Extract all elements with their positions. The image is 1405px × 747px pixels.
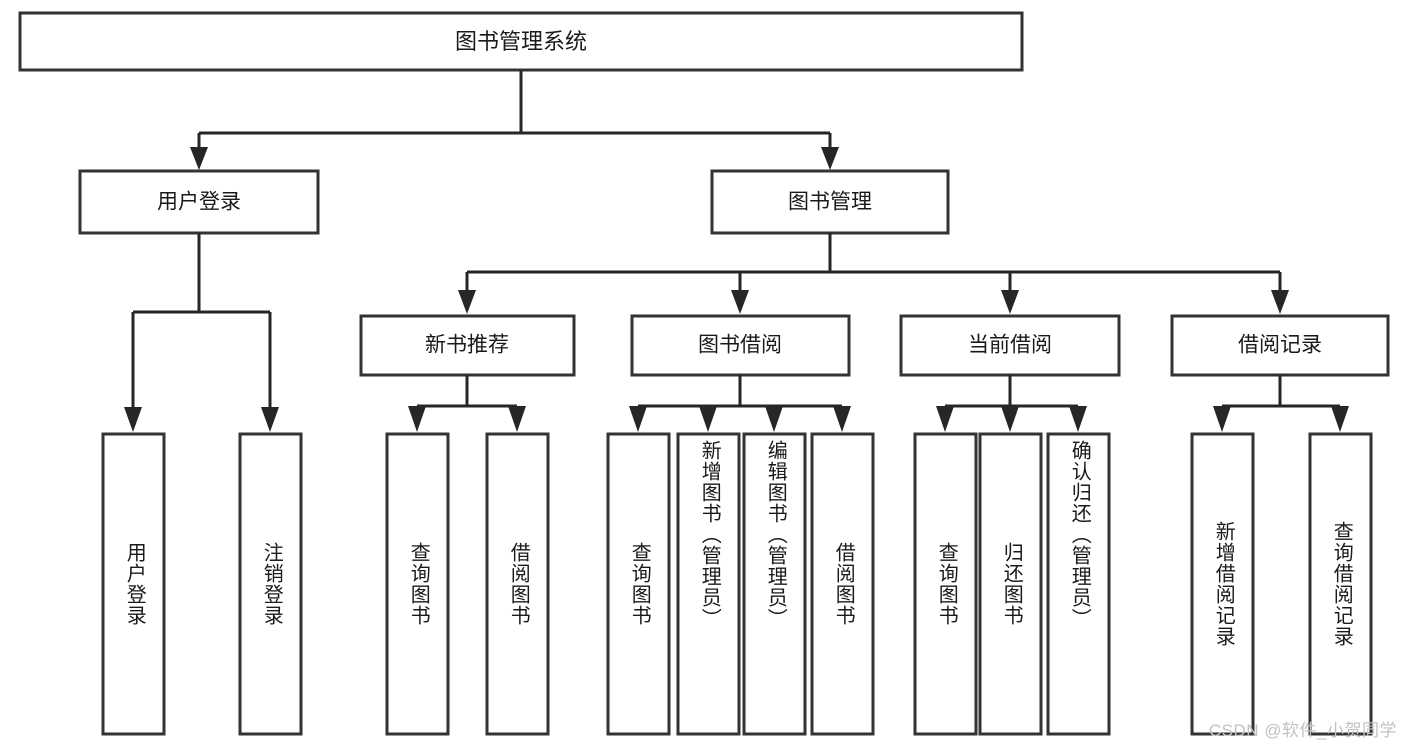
node-current-borrow-box[interactable]	[899, 314, 1121, 377]
node-new-book-rec-box[interactable]	[359, 314, 576, 377]
connector-borrow-record-to-leaves	[1213, 375, 1349, 432]
arrow-head-icon	[1069, 406, 1087, 432]
node-borrow-record-label: 借阅记录	[1238, 334, 1322, 357]
leaf-box-return-book[interactable]	[978, 432, 1043, 736]
node-user-login-box[interactable]	[78, 169, 320, 235]
arrow-head-icon	[833, 406, 851, 432]
node-root-box[interactable]	[18, 11, 1024, 72]
arrow-head-icon	[936, 406, 954, 432]
arrow-head-icon	[1001, 406, 1019, 432]
connector-user-login-to-leaves	[124, 233, 279, 432]
node-new-book-rec-label: 新书推荐	[425, 334, 509, 357]
node-current-borrow[interactable]: 当前借阅	[899, 314, 1121, 377]
node-borrow-record[interactable]: 借阅记录	[1170, 314, 1390, 377]
node-book-manage[interactable]: 图书管理	[710, 169, 950, 235]
node-current-borrow-label: 当前借阅	[968, 334, 1052, 357]
node-root[interactable]: 图书管理系统	[18, 11, 1024, 72]
leaf-box-confirm-return[interactable]	[1046, 432, 1111, 736]
node-user-login-label: 用户登录	[157, 191, 241, 214]
leaf-box-query-book-2[interactable]	[606, 432, 671, 736]
node-root-label: 图书管理系统	[455, 29, 587, 54]
node-user-login[interactable]: 用户登录	[78, 169, 320, 235]
arrow-head-icon	[1213, 406, 1231, 432]
connector-current-borrow-to-leaves	[936, 375, 1087, 432]
node-new-book-rec[interactable]: 新书推荐	[359, 314, 576, 377]
leaf-box-borrow-book-1[interactable]	[485, 432, 550, 736]
connector-new-book-rec-to-leaves	[408, 375, 526, 432]
node-book-borrow-label: 图书借阅	[698, 334, 782, 357]
leaf-box-query-record[interactable]	[1308, 432, 1373, 736]
arrow-head-icon	[190, 147, 208, 170]
leaf-box-logout[interactable]	[238, 432, 303, 736]
leaf-box-query-book-1[interactable]	[385, 432, 450, 736]
arrow-head-icon	[1001, 290, 1019, 314]
leaf-box-borrow-book-2[interactable]	[810, 432, 875, 736]
arrow-head-icon	[1271, 290, 1289, 314]
connector-root-to-level1	[190, 70, 839, 170]
leaf-box-query-book-3[interactable]	[913, 432, 978, 736]
arrow-head-icon	[731, 290, 749, 314]
csdn-watermark: CSDN @软件_小贺同学	[1208, 721, 1397, 740]
arrow-head-icon	[261, 407, 279, 432]
leaf-box-add-record[interactable]	[1190, 432, 1255, 736]
arrow-head-icon	[699, 406, 717, 432]
arrow-head-icon	[458, 290, 476, 314]
connector-book-manage-to-level2	[458, 233, 1289, 314]
leaf-box-add-book[interactable]	[676, 432, 741, 736]
arrow-head-icon	[1331, 406, 1349, 432]
arrow-head-icon	[821, 147, 839, 170]
arrow-head-icon	[765, 406, 783, 432]
arrow-head-icon	[408, 406, 426, 432]
leaf-box-user-login[interactable]	[101, 432, 166, 736]
node-book-borrow[interactable]: 图书借阅	[630, 314, 851, 377]
connector-book-borrow-to-leaves	[629, 375, 851, 432]
arrow-head-icon	[124, 407, 142, 432]
node-book-manage-label: 图书管理	[788, 191, 872, 214]
arrow-head-icon	[629, 406, 647, 432]
leaf-box-edit-book[interactable]	[742, 432, 807, 736]
arrow-head-icon	[508, 406, 526, 432]
